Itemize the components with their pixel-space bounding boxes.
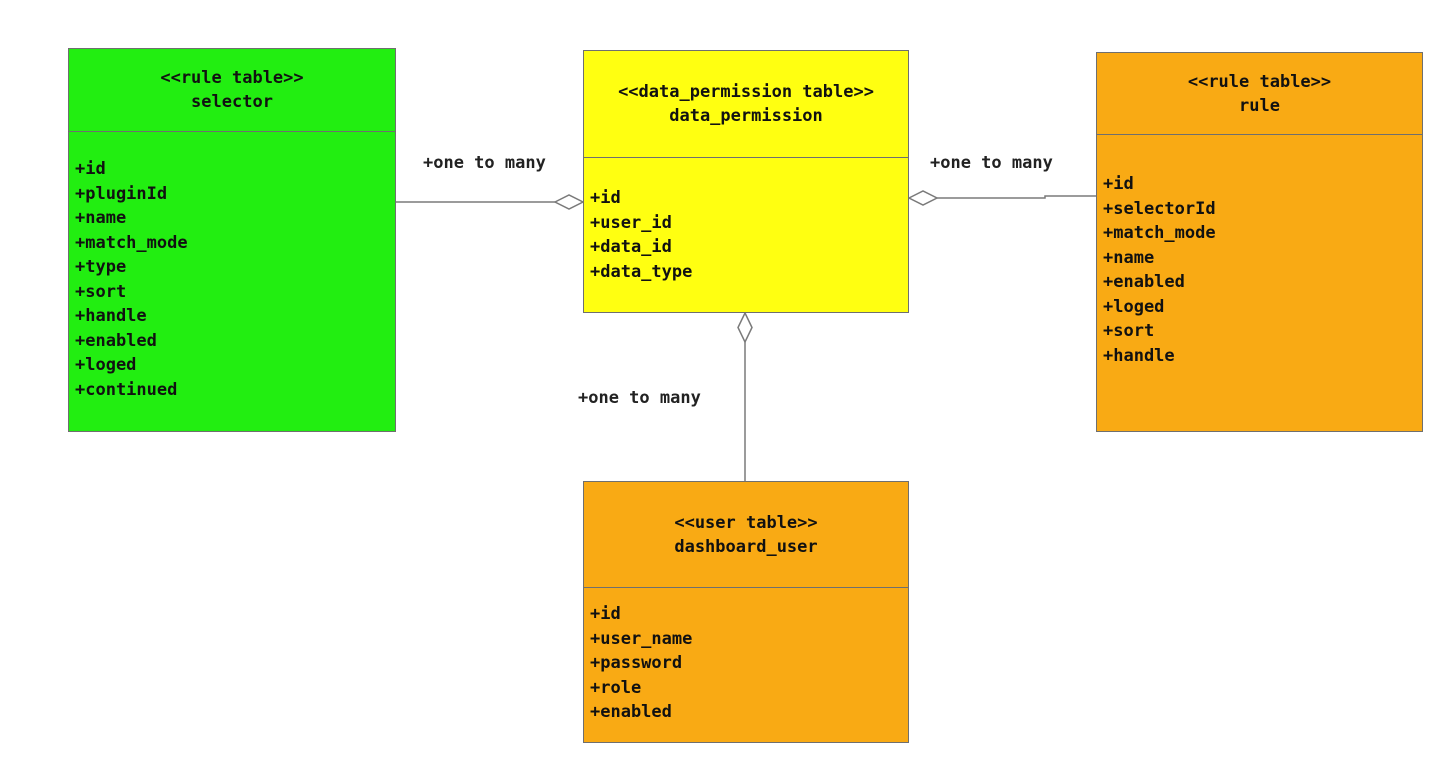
- attribute: +data_id: [590, 237, 672, 257]
- class-stereotype: <<data_permission table>>: [618, 82, 874, 102]
- class-stereotype: <<rule table>>: [1187, 71, 1332, 92]
- class-name: dashboard_user: [674, 536, 818, 557]
- attribute: +id: [1103, 174, 1134, 194]
- attribute-list: +id +selectorId +match_mode +name +enabl…: [1097, 135, 1422, 368]
- class-header: <<user table>> dashboard_user: [584, 482, 908, 588]
- attribute: +loged: [75, 355, 137, 375]
- attribute: +enabled: [590, 702, 672, 722]
- attribute: +user_id: [590, 212, 672, 233]
- class-header: <<data_permission table>> data_permissio…: [584, 51, 908, 158]
- association-label-rule: +one to many: [930, 153, 1053, 173]
- attribute: +match_mode: [1103, 223, 1216, 243]
- attribute: +sort: [75, 281, 127, 302]
- attribute: +name: [75, 208, 127, 228]
- class-name: rule: [1239, 95, 1280, 116]
- attribute: +match_mode: [75, 232, 188, 253]
- attribute-list: +id +user_name +password +role +enabled: [584, 588, 908, 725]
- aggregation-diamond-bottom: [737, 311, 753, 344]
- attribute: +id: [590, 604, 621, 624]
- aggregation-diamond-left: [553, 194, 585, 210]
- attribute: +enabled: [75, 330, 157, 351]
- class-stereotype: <<rule table>>: [160, 68, 304, 88]
- attribute: +enabled: [1103, 272, 1185, 292]
- attribute-list: +id +user_id +data_id +data_type: [584, 158, 908, 284]
- attribute: +handle: [75, 306, 147, 326]
- class-rule: <<rule table>> rule +id +selectorId +mat…: [1096, 52, 1423, 432]
- attribute: +sort: [1103, 321, 1155, 341]
- attribute-list: +id +pluginId +name +match_mode +type +s…: [69, 132, 395, 402]
- class-name: selector: [191, 92, 273, 112]
- association-label-selector: +one to many: [423, 153, 546, 173]
- attribute: +data_type: [590, 261, 693, 282]
- attribute: +handle: [1103, 345, 1175, 366]
- attribute: +password: [590, 653, 683, 673]
- class-selector: <<rule table>> selector +id +pluginId +n…: [68, 48, 396, 432]
- attribute: +user_name: [590, 628, 693, 649]
- attribute: +pluginId: [75, 183, 168, 204]
- attribute: +selectorId: [1103, 198, 1216, 219]
- attribute: +id: [590, 188, 621, 208]
- class-data-permission: <<data_permission table>> data_permissio…: [583, 50, 909, 313]
- attribute: +role: [590, 677, 642, 698]
- aggregation-diamond-right: [907, 190, 939, 206]
- attribute: +loged: [1103, 296, 1165, 317]
- attribute: +name: [1103, 247, 1155, 268]
- association-label-user: +one to many: [578, 388, 701, 408]
- attribute: +type: [75, 257, 127, 277]
- class-dashboard-user: <<user table>> dashboard_user +id +user_…: [583, 481, 909, 743]
- class-header: <<rule table>> rule: [1097, 53, 1422, 135]
- class-stereotype: <<user table>>: [674, 512, 818, 533]
- class-header: <<rule table>> selector: [69, 49, 395, 132]
- attribute: +continued: [75, 379, 178, 400]
- class-name: data_permission: [669, 106, 823, 126]
- attribute: +id: [75, 159, 106, 179]
- association-line-rule: [937, 195, 1097, 199]
